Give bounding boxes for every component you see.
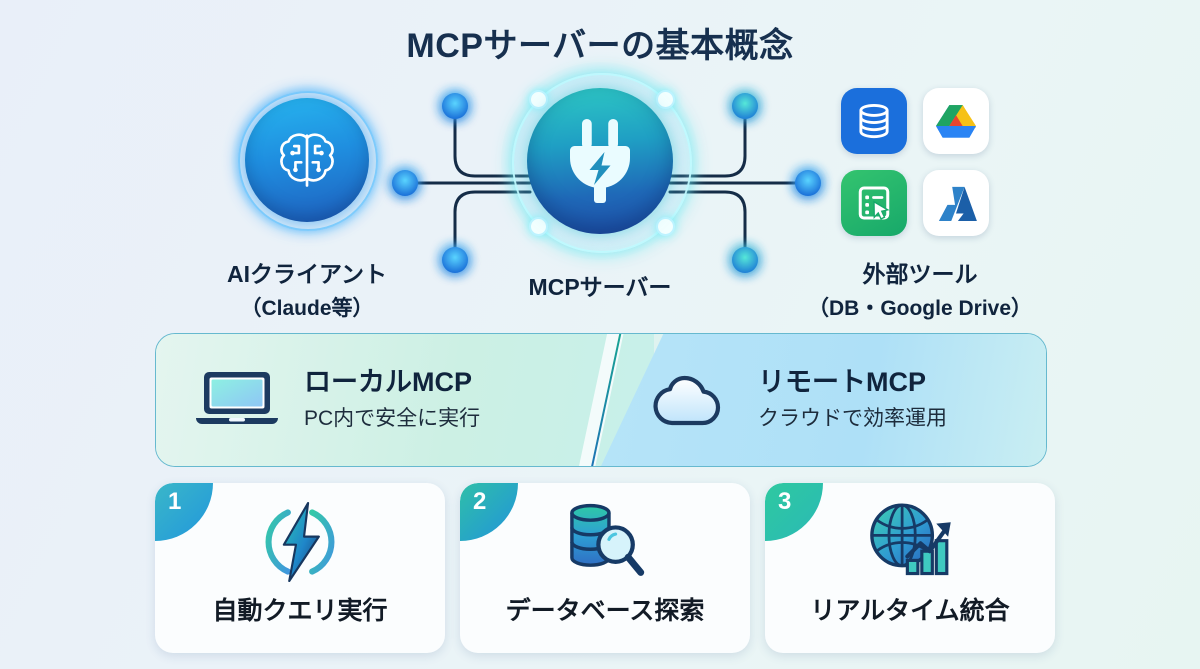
tool-tile-azure[interactable] — [923, 170, 989, 236]
connection-wires — [392, 93, 821, 273]
label-ai-client: AIクライアント （Claude等） — [157, 255, 457, 322]
feature-cards: 1 — [155, 483, 1055, 655]
wire-node-dot — [392, 170, 418, 196]
tool-tile-database[interactable] — [841, 88, 907, 154]
tool-tile-form-cursor[interactable] — [841, 170, 907, 236]
card-label-2: データベース探索 — [505, 597, 705, 625]
node-external-tools[interactable] — [841, 88, 999, 236]
node-mcp-server[interactable] — [501, 62, 699, 260]
deployment-mode-panel: ローカルMCP PC内で安全に実行 リモートMCP クラウド — [155, 333, 1047, 467]
form-cursor-icon — [858, 186, 890, 220]
ai-node-ring — [238, 91, 378, 231]
card-label-1: 自動クエリ実行 — [212, 597, 388, 625]
feature-card-2[interactable]: 2 — [460, 483, 750, 653]
card-icon-1-wrap — [155, 499, 445, 585]
cloud-icon-wrap — [646, 362, 742, 438]
panel-remote-title: リモートMCP — [758, 367, 926, 398]
panel-remote-subtitle: クラウドで効率運用 — [758, 406, 947, 430]
wire-node-dot — [442, 247, 468, 273]
google-drive-icon — [936, 105, 976, 138]
mcp-ring-dot — [529, 217, 548, 236]
node-ai-client[interactable] — [231, 84, 383, 236]
wire-node-dot — [795, 170, 821, 196]
card-label-3: リアルタイム統合 — [810, 597, 1010, 625]
label-mcp-server-line1: MCPサーバー — [528, 274, 672, 300]
mcp-ring-dot — [529, 90, 548, 109]
ai-node-disc — [245, 98, 369, 222]
card-icon-3-wrap — [765, 499, 1055, 585]
wire-node-dot — [732, 93, 758, 119]
label-external-tools-line1: 外部ツール — [862, 261, 978, 287]
mcp-node-ring — [512, 73, 692, 253]
brain-icon — [280, 133, 334, 187]
tool-tile-google-drive[interactable] — [923, 88, 989, 154]
architecture-diagram: AIクライアント （Claude等） MCPサーバー 外部ツール （DB・Goo… — [0, 62, 1200, 320]
mcp-ring-dot — [656, 217, 675, 236]
panel-remote-text: リモートMCP クラウドで効率運用 — [758, 367, 947, 432]
mcp-ring-dot — [656, 90, 675, 109]
page-title: MCPサーバーの基本概念 — [406, 27, 794, 65]
cloud-icon — [653, 375, 721, 426]
lightning-circle-icon — [265, 501, 335, 583]
laptop-icon-wrap — [192, 362, 288, 438]
power-plug-icon — [570, 119, 630, 203]
azure-icon — [938, 186, 977, 222]
wire-node-dot — [442, 93, 468, 119]
panel-local-text: ローカルMCP PC内で安全に実行 — [304, 367, 481, 432]
panel-remote-mcp[interactable]: リモートMCP クラウドで効率運用 — [646, 334, 947, 466]
card-icon-2-wrap — [460, 499, 750, 585]
feature-card-1[interactable]: 1 — [155, 483, 445, 653]
feature-card-3[interactable]: 3 — [765, 483, 1055, 653]
mcp-node-disc — [527, 88, 673, 234]
label-mcp-server: MCPサーバー — [450, 268, 750, 302]
database-icon — [859, 103, 889, 139]
globe-chart-icon — [870, 503, 951, 576]
panel-local-title: ローカルMCP — [304, 367, 472, 398]
label-ai-client-line2: （Claude等） — [240, 297, 374, 320]
laptop-icon — [196, 372, 278, 424]
label-external-tools-line2: （DB・Google Drive） — [807, 297, 1033, 320]
label-ai-client-line1: AIクライアント — [226, 261, 388, 287]
panel-local-subtitle: PC内で安全に実行 — [304, 406, 481, 430]
label-external-tools: 外部ツール （DB・Google Drive） — [770, 255, 1070, 322]
panel-local-mcp[interactable]: ローカルMCP PC内で安全に実行 — [192, 334, 480, 466]
wire-node-dot — [732, 247, 758, 273]
database-search-icon — [570, 503, 645, 576]
